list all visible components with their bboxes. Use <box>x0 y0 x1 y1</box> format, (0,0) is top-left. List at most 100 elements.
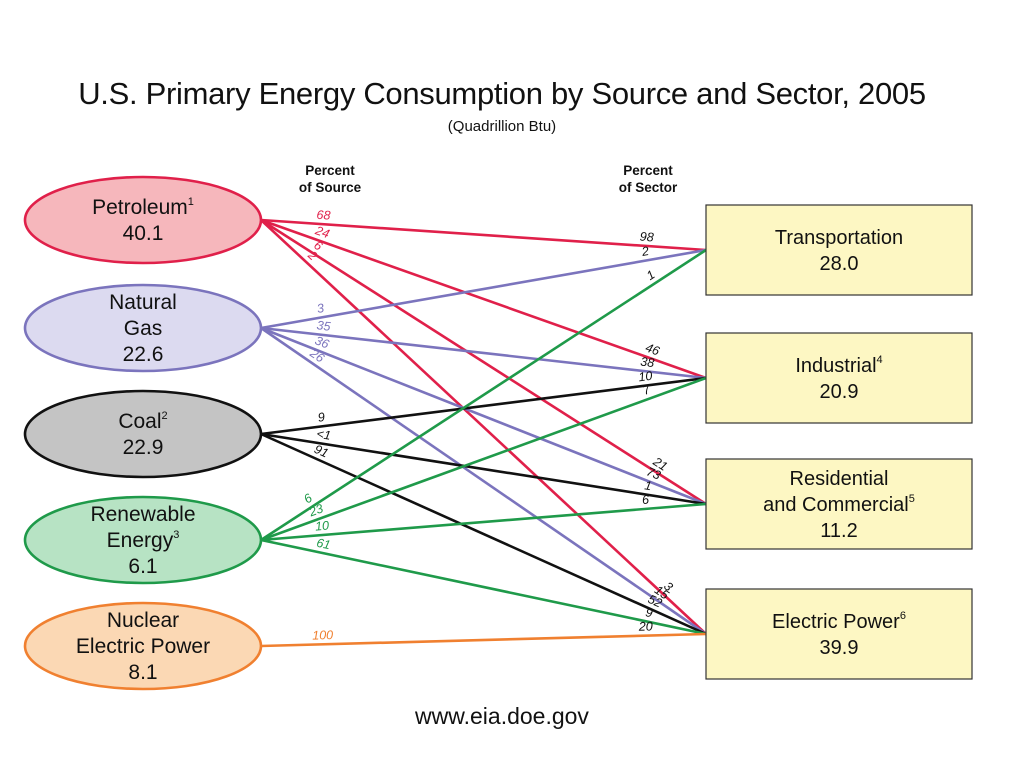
sector-value: 39.9 <box>820 637 859 659</box>
source-name: Electric Power <box>76 635 210 658</box>
source-ellipse <box>23 495 263 585</box>
flow-petroleum-to-industrial <box>260 218 707 380</box>
source-ellipse <box>23 175 263 265</box>
sector-box <box>705 458 973 550</box>
flow-coal-to-residential-commercial <box>260 432 707 506</box>
flow-petroleum-to-residential-commercial <box>260 218 707 506</box>
sector-name: and Commercial5 <box>763 493 915 516</box>
percent-of-sector-header-line2: of Sector <box>618 180 678 195</box>
sector-node-transportation: Transportation 28.0 <box>705 204 973 296</box>
source-name: Coal2 <box>118 410 167 433</box>
percent-of-source-header: Percent of Source <box>270 162 390 196</box>
pct-source-label: 100 <box>312 628 333 643</box>
pct-sector-label: 38 <box>640 355 655 370</box>
flow-nuclear-electric-power-to-electric-power <box>260 632 707 648</box>
footnote-marker: 5 <box>909 493 915 505</box>
sector-box <box>705 204 973 296</box>
source-ellipse <box>23 389 263 479</box>
flow-renewable-energy-to-electric-power <box>260 538 707 636</box>
source-name: Renewable <box>90 503 195 526</box>
pct-sector-label: 9 <box>644 605 654 620</box>
flow-natural-gas-to-transportation <box>260 248 707 330</box>
sector-node-electric-power: Electric Power6 39.9 <box>705 588 973 680</box>
sector-name: Residential <box>790 468 889 490</box>
sector-value: 28.0 <box>820 253 859 275</box>
page-subtitle: (Quadrillion Btu) <box>447 118 557 135</box>
source-value: 8.1 <box>128 661 157 684</box>
flow-natural-gas-to-industrial <box>260 326 707 380</box>
source-node-petroleum: Petroleum1 40.1 <box>23 175 263 265</box>
pct-sector-label: 2 <box>640 244 650 259</box>
pct-source-label: 61 <box>315 536 331 553</box>
source-ellipse <box>23 601 263 691</box>
source-value: 22.6 <box>123 343 164 366</box>
page-title: U.S. Primary Energy Consumption by Sourc… <box>78 76 926 111</box>
pct-sector-label: 20 <box>638 619 653 633</box>
flow-renewable-energy-to-industrial <box>260 376 707 542</box>
pct-source-label: 9 <box>317 410 326 425</box>
pct-source-label: 3 <box>316 301 325 316</box>
sector-node-industrial: Industrial4 20.9 <box>705 332 973 424</box>
pct-source-label: 68 <box>316 208 331 223</box>
pct-source-label: 10 <box>315 518 330 533</box>
flow-lines <box>260 218 707 648</box>
sector-name: Transportation <box>775 227 903 249</box>
flow-renewable-energy-to-transportation <box>260 248 707 542</box>
sector-box <box>705 332 973 424</box>
pct-source-label: <1 <box>316 427 332 443</box>
flow-renewable-energy-to-residential-commercial <box>260 502 707 542</box>
pct-source-label: 91 <box>312 442 330 460</box>
sector-node-residential-commercial: Residential and Commercial5 11.2 <box>705 458 973 550</box>
source-name: Energy3 <box>107 529 180 552</box>
source-name: Natural <box>109 291 177 314</box>
flow-petroleum-to-electric-power <box>260 219 707 635</box>
percent-of-sector-header-line1: Percent <box>623 163 673 178</box>
pct-sector-label: 46 <box>644 341 662 359</box>
pct-source-label: 26 <box>307 345 327 365</box>
pct-sector-label: 1 <box>644 478 653 493</box>
flow-labels: 689824466212332353836732615910<119152612… <box>301 208 675 643</box>
source-value: 6.1 <box>128 555 157 578</box>
source-name: Petroleum1 <box>92 196 194 219</box>
pct-sector-label: 1 <box>644 267 657 283</box>
footnote-marker: 3 <box>173 529 179 541</box>
footnote-marker: 2 <box>162 410 168 422</box>
percent-of-source-header-line2: of Source <box>298 180 362 195</box>
sector-box <box>705 588 973 680</box>
sector-value: 11.2 <box>820 520 857 542</box>
pct-source-label: 23 <box>306 501 325 519</box>
sector-value: 20.9 <box>820 381 859 403</box>
flow-coal-to-electric-power <box>260 432 707 636</box>
footer-url: www.eia.doe.gov <box>415 703 589 729</box>
percent-of-source-header-line1: Percent <box>305 163 355 178</box>
footnote-marker: 6 <box>900 610 906 622</box>
flow-natural-gas-to-residential-commercial <box>260 326 707 506</box>
sector-name: Electric Power6 <box>772 610 906 633</box>
source-name: Gas <box>124 317 163 340</box>
flow-natural-gas-to-electric-power <box>260 326 707 636</box>
pct-source-label: 36 <box>313 333 331 351</box>
pct-sector-label: 73 <box>644 465 662 483</box>
pct-sector-label: 6 <box>641 493 649 508</box>
pct-source-label: 35 <box>316 318 331 333</box>
source-name: Nuclear <box>107 609 179 632</box>
pct-sector-label: 10 <box>638 369 654 385</box>
pct-sector-label: 52 <box>646 592 664 610</box>
footnote-marker: 1 <box>188 196 194 208</box>
source-value: 22.9 <box>123 436 164 459</box>
pct-sector-label: 21 <box>650 454 670 474</box>
sector-name: Industrial4 <box>795 354 882 377</box>
pct-source-label: 24 <box>313 223 332 241</box>
source-ellipse <box>23 283 263 373</box>
footnote-marker: 4 <box>877 354 883 366</box>
flow-petroleum-to-transportation <box>260 218 707 252</box>
percent-of-sector-header: Percent of Sector <box>588 162 708 196</box>
source-node-coal: Coal2 22.9 <box>23 389 263 479</box>
source-value: 40.1 <box>123 222 164 245</box>
